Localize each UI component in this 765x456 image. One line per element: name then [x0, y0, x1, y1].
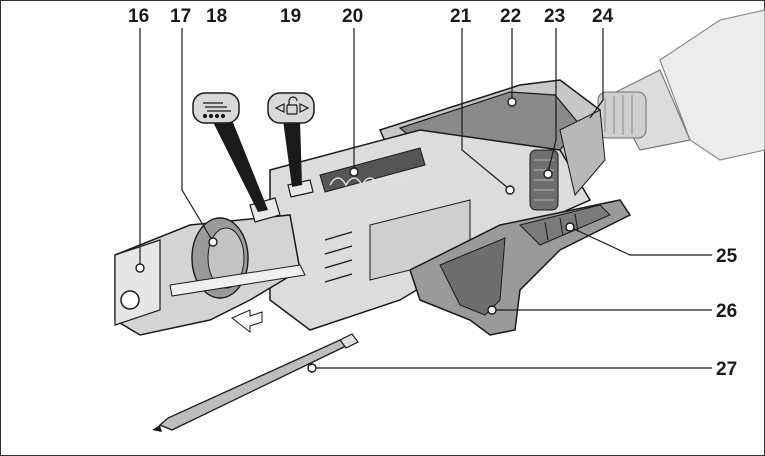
unlock-icon [274, 96, 310, 115]
symbol-19-callout [267, 92, 315, 187]
drill-chuck [597, 91, 647, 139]
callout-21: 21 [450, 6, 472, 27]
callout-19: 19 [280, 6, 301, 27]
symbol-18-callout [192, 92, 268, 212]
depth-adjust-ring [529, 149, 559, 211]
nosepiece [114, 214, 306, 336]
callout-labels: 16 17 18 19 20 21 22 23 24 25 26 27 [128, 6, 738, 380]
vent-slots [324, 231, 353, 283]
spring-window [319, 147, 426, 193]
screwdriver-bit [152, 333, 359, 432]
callout-23: 23 [544, 6, 565, 27]
attachment-housing [269, 79, 606, 331]
callout-25: 25 [716, 246, 738, 267]
callout-27: 27 [716, 359, 737, 380]
callout-22: 22 [500, 6, 521, 27]
support-handle [409, 199, 632, 336]
callout-20: 20 [342, 6, 363, 27]
callout-18: 18 [206, 6, 227, 27]
screw-length-icon [202, 102, 231, 119]
drill-body [597, 9, 765, 161]
callout-16: 16 [128, 6, 149, 27]
callout-24: 24 [592, 6, 614, 27]
callout-26: 26 [716, 301, 737, 322]
callout-17: 17 [170, 6, 191, 27]
leader-lines [135, 28, 712, 373]
